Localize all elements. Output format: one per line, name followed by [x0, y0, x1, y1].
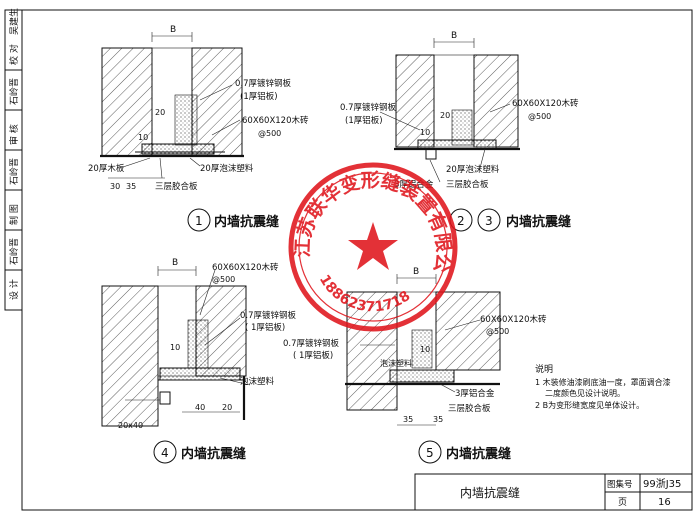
notes-line-3: 2 B为变形缝宽度见单体设计。: [535, 400, 644, 410]
wall-right-5: [435, 291, 501, 371]
side-label-draw-name: 石岭晋: [8, 158, 20, 185]
detail-num-4: 4: [161, 446, 169, 460]
detail-1: B 20 10 0.7厚镀锌钢板 (1厚铝板) 60X60X120木砖 @500…: [88, 25, 309, 232]
wall-left-5: [346, 291, 398, 411]
detail-title-2: 内墙抗震缝: [506, 214, 571, 230]
label-steel-5: 0.7厚镀锌钢板: [283, 338, 340, 349]
detail-5: B 10 60X60X120木砖 @500 0.7厚镀锌钢板 ( 1厚铝板) 泡…: [283, 267, 547, 464]
page-label: 页: [618, 497, 627, 508]
dim-b-5: B: [413, 267, 419, 277]
dim-20-1: 20: [155, 108, 165, 117]
label-steel-4: 0.7厚镀锌钢板: [240, 310, 297, 321]
label-foam20-2: 20厚泡沫塑料: [446, 164, 500, 175]
dim-10-4: 10: [170, 343, 180, 352]
dim-20-4: 20: [222, 403, 232, 412]
label-foam-5: 泡沫塑料: [380, 358, 412, 368]
wall-left-1: [101, 47, 153, 157]
notes-line-2: 二度颜色见设计说明。: [545, 388, 625, 398]
dim-30-1: 30: [110, 182, 120, 191]
side-strip: 设 计 石岭晋 制 图 石岭晋 审 核 石岭晋 校 对 吴建生: [4, 8, 23, 311]
detail-num-2: 2: [457, 214, 465, 228]
dim-10-1: 10: [138, 133, 148, 142]
dim-10-2: 10: [420, 128, 430, 137]
label-at500-2: @500: [528, 112, 551, 121]
page-value: 16: [658, 497, 671, 508]
label-at500-4: @500: [212, 275, 235, 284]
wall-right-1: [191, 47, 243, 157]
label-wood-brick-2: 60X60X120木砖: [512, 98, 579, 109]
dim-b-4: B: [172, 258, 178, 268]
notes: 说明 1 木装修油漆刷底油一度，罩面调合漆 二度颜色见设计说明。 2 B为变形缝…: [535, 363, 671, 410]
label-plywood-2: 三层胶合板: [446, 179, 489, 190]
side-label-design: 设 计: [8, 279, 20, 300]
label-wood-brick-1: 60X60X120木砖: [242, 115, 309, 126]
wall-left-2: [395, 54, 435, 148]
side-label-check: 校 对: [8, 44, 20, 65]
detail-title-5: 内墙抗震缝: [446, 446, 511, 462]
side-label-draw: 制 图: [8, 204, 20, 225]
detail-4: B 10 60X60X120木砖 @500 0.7厚镀锌钢板 ( 1厚铝板) 泡…: [101, 258, 297, 464]
atlas-label: 图集号: [607, 479, 633, 490]
wall-left-4: [101, 285, 159, 427]
title-block-title: 内墙抗震缝: [460, 485, 520, 500]
dim-35-5: 35: [403, 415, 413, 424]
detail-2-3: B 20 10 0.7厚镀锌钢板 (1厚铝板) 60X60X120木砖 @500…: [340, 31, 579, 232]
notes-heading: 说明: [535, 363, 553, 375]
label-wood-brick-4: 60X60X120木砖: [212, 262, 279, 273]
detail-title-4: 内墙抗震缝: [181, 446, 246, 462]
label-foam-4: 泡沫塑料: [240, 376, 275, 387]
atlas-value: 99浙J35: [643, 478, 681, 490]
dim-20-2: 20: [440, 111, 450, 120]
label-plywood-5: 三层胶合板: [448, 403, 491, 414]
dim-20x40-4: 20x40: [118, 421, 143, 430]
detail-num-1: 1: [195, 214, 203, 228]
dim-35-1: 35: [126, 182, 136, 191]
title-block: 内墙抗震缝 图集号 99浙J35 页 16: [414, 473, 693, 511]
label-alloy-5: 3厚铝合金: [455, 388, 495, 399]
detail-num-5: 5: [426, 446, 434, 460]
detail-num-3: 3: [485, 214, 493, 228]
side-label-check-name: 吴建生: [8, 8, 20, 35]
dim-40-4: 40: [195, 403, 205, 412]
dim-b-2: B: [451, 31, 457, 41]
label-alu-4: ( 1厚铝板): [245, 322, 285, 333]
label-plywood-1: 三层胶合板: [155, 181, 198, 192]
label-alu-2: (1厚铝板): [345, 115, 383, 126]
label-alu-1: (1厚铝板): [240, 91, 278, 102]
side-label-review: 审 核: [8, 124, 20, 145]
label-steel-2: 0.7厚镀锌钢板: [340, 102, 397, 113]
label-alu-5: ( 1厚铝板): [293, 350, 333, 361]
side-label-review-name: 石岭晋: [8, 78, 20, 105]
notes-line-1: 1 木装修油漆刷底油一度，罩面调合漆: [535, 377, 671, 387]
dim-35b-5: 35: [433, 415, 443, 424]
label-at500-5: @500: [486, 327, 509, 336]
label-wood-brick-5: 60X60X120木砖: [480, 314, 547, 325]
label-steel-1: 0.7厚镀锌钢板: [235, 78, 292, 89]
label-wood-board-1: 20厚木板: [88, 163, 125, 174]
label-alloy-2: 3厚铝合金: [394, 179, 434, 190]
dim-10-5: 10: [420, 345, 430, 354]
side-label-design-name: 石岭晋: [8, 238, 20, 265]
star-icon: [348, 222, 398, 270]
label-at500-1: @500: [258, 129, 281, 138]
dim-b-1: B: [170, 25, 176, 35]
detail-title-1: 内墙抗震缝: [214, 214, 279, 230]
label-foam20-1: 20厚泡沫塑料: [200, 163, 254, 174]
